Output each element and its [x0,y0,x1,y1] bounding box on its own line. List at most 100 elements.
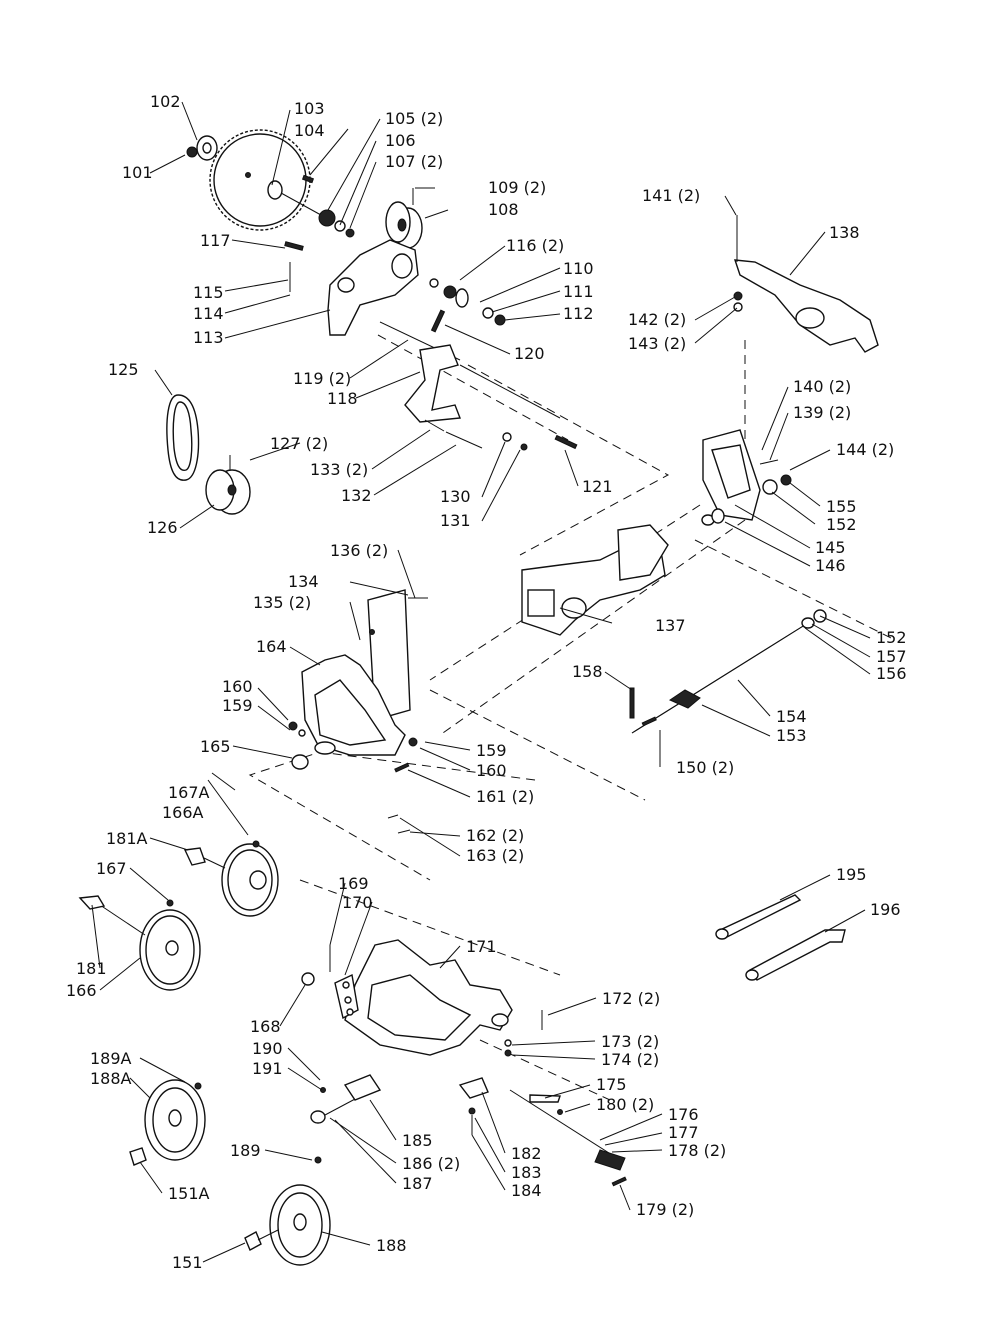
belt-pulley [166,394,251,515]
label-159-right: 159 [476,741,507,760]
label-191: 191 [252,1059,283,1078]
wrenches [715,894,846,981]
label-137: 137 [655,616,686,635]
label-160-left: 160 [222,677,253,696]
label-103: 103 [294,99,325,118]
label-174: 174 (2) [601,1050,659,1069]
label-143: 143 (2) [628,334,686,353]
label-119: 119 (2) [293,369,351,388]
trunnion-pin [430,309,446,333]
label-188: 188 [376,1236,407,1255]
label-120: 120 [514,344,545,363]
label-136: 136 (2) [330,541,388,560]
trunnion-plate [367,589,411,721]
label-171: 171 [466,937,497,956]
label-127: 127 (2) [270,434,328,453]
label-170: 170 [342,893,373,912]
tilt-rod [629,609,827,734]
label-167: 167 [96,859,127,878]
label-155: 155 [826,497,857,516]
label-184: 184 [511,1181,542,1200]
label-133: 133 (2) [310,460,368,479]
label-158: 158 [572,662,603,681]
bearing [318,209,336,227]
rod-gear [668,689,701,709]
part-labels: 101 102 103 104 105 (2) 106 107 (2) 108 … [66,92,907,1272]
trunnion-support [701,429,792,526]
label-177: 177 [668,1123,699,1142]
label-183: 183 [511,1163,542,1182]
base-casting [301,939,543,1057]
label-164: 164 [256,637,287,656]
trunnion-bracket [733,259,879,353]
label-176: 176 [668,1105,699,1124]
arbor-key [301,174,315,184]
label-104: 104 [294,121,325,140]
label-178: 178 (2) [668,1141,726,1160]
label-110: 110 [563,259,594,278]
label-173: 173 (2) [601,1032,659,1051]
label-159-left: 159 [222,696,253,715]
handwheel-166 [78,895,201,991]
leader-lines [91,101,871,1263]
label-181: 181 [76,959,107,978]
label-107: 107 (2) [385,152,443,171]
rear-trunnion [733,215,879,353]
label-160-right: 160 [476,761,507,780]
stop-plate [334,973,359,1020]
label-125: 125 [108,360,139,379]
label-151: 151 [172,1253,203,1272]
label-156: 156 [876,664,907,683]
bracket-pin [284,241,304,251]
label-196: 196 [870,900,901,919]
label-168: 168 [250,1017,281,1036]
label-166A: 166A [162,803,204,822]
label-145: 145 [815,538,846,557]
label-179: 179 (2) [636,1200,694,1219]
pivot-bushing [291,754,309,770]
front-trunnion [288,589,428,834]
handwheel-188 [244,1156,331,1266]
label-190: 190 [252,1039,283,1058]
label-106: 106 [385,131,416,150]
wrench-196 [748,929,846,981]
arbor-flange [267,180,283,200]
blade-nut [186,146,198,158]
label-187: 187 [402,1174,433,1193]
label-195: 195 [836,865,867,884]
label-162: 162 (2) [466,826,524,845]
label-154: 154 [776,707,807,726]
label-152-upper: 152 [826,515,857,534]
label-102: 102 [150,92,181,111]
label-121: 121 [582,477,613,496]
label-161: 161 (2) [476,787,534,806]
label-105: 105 (2) [385,109,443,128]
label-175: 175 [596,1075,627,1094]
label-109: 109 (2) [488,178,546,197]
label-141: 141 (2) [642,186,700,205]
label-169: 169 [338,874,369,893]
label-116: 116 (2) [506,236,564,255]
label-132: 132 [341,486,372,505]
handwheel-166A [183,840,279,917]
label-108: 108 [488,200,519,219]
label-117: 117 [200,231,231,250]
label-138: 138 [829,223,860,242]
label-139: 139 (2) [793,403,851,422]
label-157: 157 [876,647,907,666]
label-180: 180 (2) [596,1095,654,1114]
label-186: 186 (2) [402,1154,460,1173]
handwheel-188A [129,1079,206,1166]
label-101: 101 [122,163,153,182]
label-113: 113 [193,328,224,347]
trunnion-cradle [521,524,669,636]
label-134: 134 [288,572,319,591]
label-118: 118 [327,389,358,408]
label-167A: 167A [168,783,210,802]
label-185: 185 [402,1131,433,1150]
label-115: 115 [193,283,224,302]
label-181A: 181A [106,829,148,848]
label-165: 165 [200,737,231,756]
label-112: 112 [563,304,594,323]
